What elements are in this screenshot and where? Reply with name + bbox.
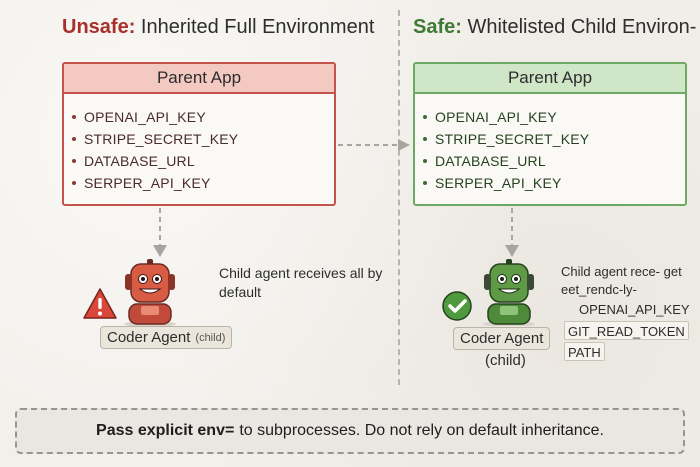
safe-env-list: OPENAI_API_KEY STRIPE_SECRET_KEY DATABAS… [415, 94, 685, 194]
footer-bold-text: Pass explicit env= [96, 422, 235, 439]
warning-icon [83, 288, 117, 319]
env-var-item: STRIPE_SECRET_KEY [72, 128, 334, 150]
bullet-icon [72, 114, 76, 119]
safe-heading: Safe: Whitelisted Child Environ- [413, 16, 696, 39]
safe-agent-label: Coder Agent [453, 327, 551, 350]
unsafe-note: Child agent receives all by default [219, 265, 383, 300]
whitelist-key: OPENAI_API_KEY [579, 302, 690, 317]
safe-note: Child agent rece- get eet_rendc-ly- [561, 264, 682, 297]
cross-arrow-head [398, 139, 410, 151]
bullet-icon [423, 114, 427, 119]
unsafe-parent-app-box: Parent App OPENAI_API_KEY STRIPE_SECRET_… [62, 62, 336, 206]
unsafe-parent-app-title: Parent App [64, 64, 334, 94]
unsafe-arrow-head [153, 245, 167, 257]
safe-parent-app-box: Parent App OPENAI_API_KEY STRIPE_SECRET_… [413, 62, 687, 206]
unsafe-agent-label: Coder Agent (child) [100, 326, 233, 349]
safe-tag: Safe: [413, 16, 462, 38]
safe-heading-text: Whitelisted Child Environ- [467, 16, 697, 38]
env-var-name: DATABASE_URL [84, 153, 195, 169]
env-var-name: SERPER_API_KEY [84, 175, 211, 191]
unsafe-heading: Unsafe: Inherited Full Environment [62, 16, 374, 39]
bullet-icon [423, 158, 427, 163]
env-var-item: SERPER_API_KEY [72, 172, 334, 194]
whitelist-key: GIT_READ_TOKEN [564, 321, 689, 340]
unsafe-heading-text: Inherited Full Environment [140, 16, 375, 38]
safe-parent-app-title: Parent App [415, 64, 685, 94]
unsafe-tag: Unsafe: [62, 16, 136, 38]
env-var-item: DATABASE_URL [72, 150, 334, 172]
safe-agent-suffix: (child) [485, 352, 526, 369]
env-var-name: SERPER_API_KEY [435, 175, 562, 191]
env-var-item: OPENAI_API_KEY [72, 106, 334, 128]
env-var-item: SERPER_API_KEY [423, 172, 685, 194]
footer-text: to subprocesses. Do not rely on default … [239, 422, 604, 439]
unsafe-robot-icon [124, 259, 176, 326]
env-var-name: OPENAI_API_KEY [84, 109, 206, 125]
bullet-icon [72, 136, 76, 141]
agent-name: Coder Agent [107, 329, 191, 346]
center-divider [398, 10, 400, 385]
safe-robot-icon [483, 259, 535, 326]
whitelist-key: PATH [564, 342, 605, 361]
env-var-item: STRIPE_SECRET_KEY [423, 128, 685, 150]
agent-suffix: (child) [195, 331, 226, 344]
footer-callout: Pass explicit env= to subprocesses. Do n… [15, 408, 685, 454]
bullet-icon [72, 180, 76, 185]
env-var-item: OPENAI_API_KEY [423, 106, 685, 128]
agent-name: Coder Agent [460, 330, 544, 347]
safe-arrow-head [505, 245, 519, 257]
bullet-icon [423, 180, 427, 185]
checkmark-icon [442, 291, 472, 321]
bullet-icon [72, 158, 76, 163]
bullet-icon [423, 136, 427, 141]
env-var-name: OPENAI_API_KEY [435, 109, 557, 125]
unsafe-env-list: OPENAI_API_KEY STRIPE_SECRET_KEY DATABAS… [64, 94, 334, 194]
env-var-name: STRIPE_SECRET_KEY [435, 131, 590, 147]
env-var-item: DATABASE_URL [423, 150, 685, 172]
env-var-name: DATABASE_URL [435, 153, 546, 169]
env-var-name: STRIPE_SECRET_KEY [84, 131, 239, 147]
